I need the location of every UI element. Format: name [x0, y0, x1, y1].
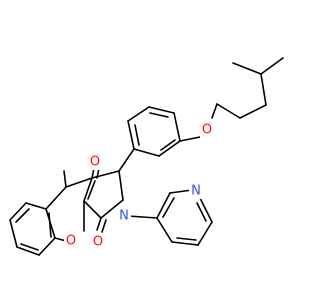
bond	[87, 180, 96, 200]
bond	[83, 200, 102, 219]
bond	[216, 103, 241, 119]
atom-label: N	[191, 184, 201, 199]
bond	[260, 57, 284, 75]
pyranone-ring	[45, 170, 93, 243]
bond	[48, 212, 52, 238]
bond	[156, 217, 173, 243]
bond	[211, 103, 218, 119]
bond	[196, 202, 207, 222]
atom-n-pyridine: N	[189, 183, 203, 199]
pyridine-ring	[156, 189, 213, 246]
bond	[15, 208, 30, 223]
bond	[127, 120, 135, 150]
bond	[197, 221, 213, 246]
bond	[45, 186, 67, 210]
atom-labels: O O O N N O	[64, 122, 214, 250]
atom-o-carbonyl-top: O	[88, 154, 102, 170]
bond	[171, 241, 199, 246]
atom-label: O	[90, 155, 100, 170]
molecule-structure: O O O N N O	[9, 57, 284, 256]
atom-o-ring-pyran: O	[64, 233, 78, 249]
bond	[118, 148, 135, 172]
bond	[158, 140, 181, 157]
phenyl-ring	[127, 106, 181, 157]
bond	[149, 112, 169, 118]
atom-label: O	[66, 234, 76, 249]
bond	[91, 170, 120, 179]
benzo-ring	[9, 202, 56, 256]
bond	[25, 202, 47, 210]
atom-n-lactam: N	[117, 208, 131, 224]
bond	[148, 106, 175, 114]
bond	[16, 246, 40, 256]
atom-label: N	[119, 209, 129, 224]
bond	[20, 243, 39, 251]
bond	[160, 139, 176, 151]
isopentyl-chain	[211, 57, 284, 119]
bond	[156, 192, 171, 219]
bond	[127, 215, 158, 219]
bond	[199, 197, 213, 223]
bond	[83, 177, 93, 202]
bond	[63, 170, 67, 188]
bond	[101, 219, 107, 233]
bond	[169, 189, 193, 194]
bond	[239, 104, 267, 119]
bond	[65, 177, 93, 188]
bond	[162, 197, 175, 218]
bond	[134, 124, 140, 146]
bond	[173, 112, 181, 142]
pyrrolone-ring	[83, 170, 124, 219]
bond	[133, 148, 160, 157]
atom-label: O	[93, 235, 103, 250]
atom-label: O	[202, 123, 212, 138]
bond	[176, 237, 197, 241]
atom-o-carbonyl-bottom: O	[91, 234, 105, 250]
bond	[100, 199, 124, 219]
bond	[232, 62, 262, 75]
atom-o-ether: O	[200, 122, 214, 138]
bond	[118, 170, 124, 201]
bond	[38, 237, 56, 256]
bond	[9, 219, 18, 248]
bond	[96, 217, 102, 231]
bond	[9, 202, 27, 221]
bond	[260, 73, 267, 106]
molecule-structure-canvas: O O O N N O	[9, 57, 284, 256]
bond	[127, 106, 150, 122]
